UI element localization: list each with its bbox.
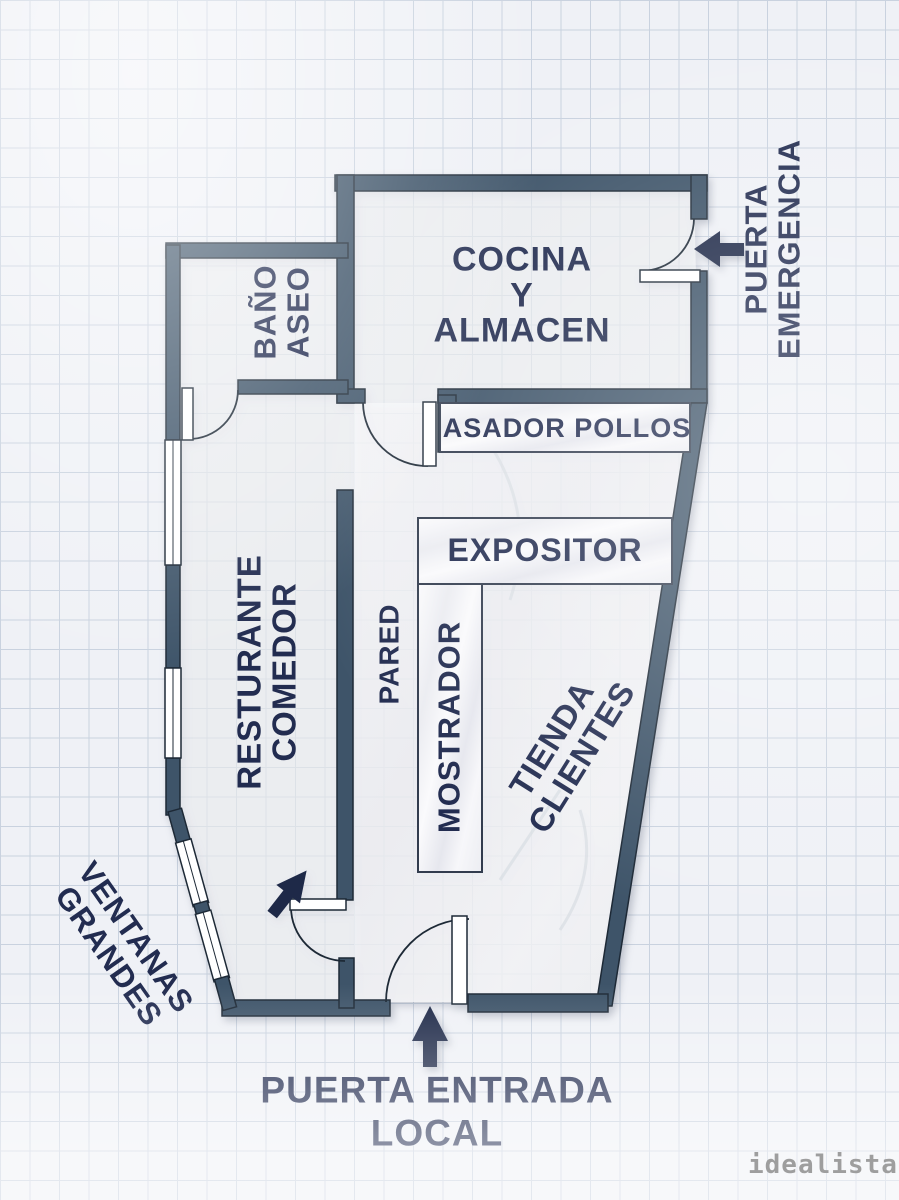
room-label-restaurant: RESTURANTE COMEDOR	[230, 554, 302, 790]
wall-kitchen-right-lower	[690, 270, 708, 404]
entrance-arrow-icon	[412, 1006, 448, 1067]
wall-kitchen-top	[334, 174, 708, 192]
wall-bottom-left	[221, 999, 391, 1017]
wall-bottom-right	[467, 993, 609, 1013]
wall-kitchen-left	[336, 174, 355, 404]
annotation-emergency-door: PUERTA EMERGENCIA	[738, 138, 806, 360]
fixture-label-asador: ASADOR POLLOS	[442, 412, 692, 443]
fixture-label-expositor: EXPOSITOR	[447, 532, 643, 569]
annotation-entrance: PUERTA ENTRADA LOCAL	[260, 1069, 614, 1153]
wall-bathroom-top	[165, 242, 349, 259]
window-left-lower	[164, 667, 182, 759]
wall-pared	[336, 489, 354, 901]
wall-kitchen-right-upper	[690, 174, 708, 220]
wall-bathroom-bottom	[237, 379, 349, 395]
wall-kitchen-bottom	[437, 388, 708, 404]
wall-pared-bottom-stub	[338, 957, 355, 1009]
wall-left-upper	[165, 244, 181, 441]
fixture-label-mostrador: MOSTRADOR	[431, 620, 467, 834]
wall-left-lower	[165, 757, 181, 816]
room-label-bathroom: BAÑO ASEO	[247, 264, 315, 360]
wall-left-middle	[165, 564, 181, 669]
window-left-upper	[164, 439, 182, 566]
fixture-label-pared: PARED	[373, 603, 405, 705]
emergency-arrow-icon	[694, 231, 744, 267]
idealista-logo: idealista	[748, 1150, 898, 1180]
room-label-kitchen: COCINA Y ALMACEN	[433, 240, 611, 350]
